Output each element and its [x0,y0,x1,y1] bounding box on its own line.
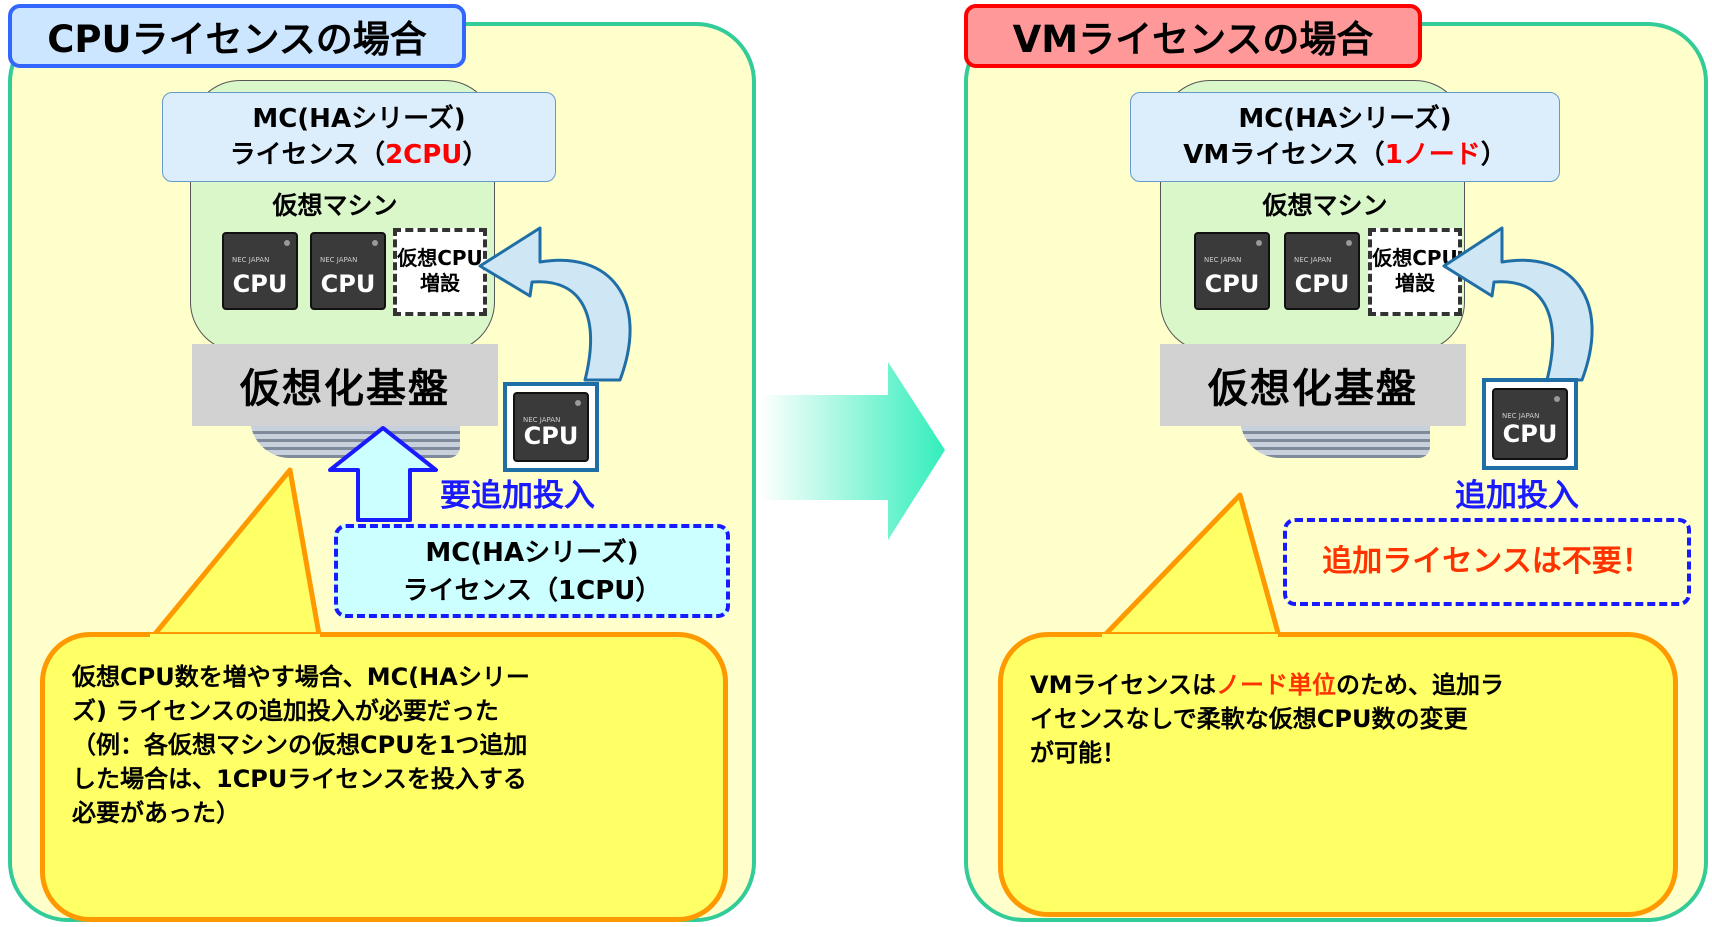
right-panel-title: VMライセンスの場合 [964,4,1422,68]
left-new-cpu-box: 仮想CPU 増設 [393,228,487,316]
chip-dot [575,400,581,406]
left-added-label: 要追加投入 [440,478,595,514]
right-note-line1: VMライセンスはノード単位のため、追加ラ [1030,668,1650,702]
chip-dot [1346,240,1352,246]
left-note-line: ズ) ライセンスの追加投入が必要だった [72,697,499,725]
left-panel-title-text: CPUライセンスの場合 [47,18,427,61]
left-license-box: MC(HAシリーズ) ライセンス（2CPU） [162,92,556,182]
left-note-bubble [40,632,728,922]
right-cpu-chip-2: NEC JAPAN CPU [1284,232,1360,310]
left-license-pre: ライセンス（ [229,140,386,170]
new-cpu-line2: 増設 [420,271,460,295]
chip-dot [284,240,290,246]
right-virtualization-platform: 仮想化基盤 [1160,344,1466,426]
right-note-line2: イセンスなしで柔軟な仮想CPU数の変更 [1030,705,1468,733]
note-pre: VMライセンスは [1030,671,1216,699]
right-vm-label: 仮想マシン [1262,191,1388,220]
left-note-line: 必要があった） [72,799,240,827]
cpu-label: CPU [1502,420,1558,448]
cpu-brand: NEC JAPAN [320,256,358,264]
left-cpu-chip-2: NEC JAPAN CPU [310,232,386,310]
right-platform-label: 仮想化基盤 [1208,366,1418,412]
cpu-brand: NEC JAPAN [232,256,270,264]
right-note-line3: が可能！ [1030,739,1126,767]
right-added-cpu: NEC JAPAN CPU [1482,378,1578,470]
cpu-brand: NEC JAPAN [1502,412,1540,420]
cpu-brand: NEC JAPAN [1294,256,1332,264]
new-cpu-line1: 仮想CPU [397,246,483,270]
left-note-tail-join [150,634,320,644]
right-panel-title-text: VMライセンスの場合 [1012,18,1374,61]
left-extra-license-box: MC(HAシリーズ) ライセンス（1CPU） [334,524,730,618]
right-cpu-chip-1: NEC JAPAN CPU [1194,232,1270,310]
left-note-line: （例：各仮想マシンの仮想CPUを1つ追加 [72,731,528,759]
note-post: のため、追加ラ [1335,671,1504,699]
left-vm-label: 仮想マシン [272,191,398,220]
cpu-brand: NEC JAPAN [1204,256,1242,264]
left-license-line1: MC(HAシリーズ) [252,104,466,134]
left-extra-license-line2: ライセンス（1CPU） [402,576,662,606]
right-note-text: VMライセンスはノード単位のため、追加ラ イセンスなしで柔軟な仮想CPU数の変更… [1030,668,1650,770]
left-extra-license-line1: MC(HAシリーズ) [425,538,639,568]
left-curved-arrow [478,226,632,382]
right-license-pre: VMライセンス（ [1183,140,1385,170]
right-added-label: 追加投入 [1455,478,1579,514]
left-license-post: ） [462,140,489,170]
chip-dot [1256,240,1262,246]
chip-dot [1554,396,1560,402]
cpu-label: CPU [1204,270,1260,298]
cpu-label: CPU [1294,270,1350,298]
cpu-brand: NEC JAPAN [523,416,561,424]
cpu-label: CPU [320,270,376,298]
left-note-line: 仮想CPU数を増やす場合、MC(HAシリー [72,663,530,691]
left-platform-label: 仮想化基盤 [240,366,450,412]
left-up-arrow [328,426,438,522]
cpu-label: CPU [523,422,579,450]
new-cpu-line2: 増設 [1395,271,1435,295]
right-no-license-text: 追加ライセンスは不要！ [1322,544,1652,579]
left-note-line: した場合は、1CPUライセンスを投入する [72,765,527,793]
right-no-license-box: 追加ライセンスは不要！ [1283,518,1691,606]
right-added-cpu-chip: NEC JAPAN CPU [1492,388,1568,460]
note-highlight: ノード単位 [1215,671,1336,699]
left-note-text: 仮想CPU数を増やす場合、MC(HAシリー ズ) ライセンスの追加投入が必要だっ… [72,660,712,830]
left-cpu-chip-1: NEC JAPAN CPU [222,232,298,310]
left-license-highlight: 2CPU [385,140,463,170]
chip-dot [372,240,378,246]
cpu-label: CPU [232,270,288,298]
right-new-cpu-box: 仮想CPU 増設 [1368,228,1462,316]
left-license-line2: ライセンス（2CPU） [163,137,555,173]
right-note-bubble [998,632,1678,917]
left-virtualization-platform: 仮想化基盤 [192,344,498,426]
right-license-box: MC(HAシリーズ) VMライセンス（1ノード） [1130,92,1560,182]
right-note-tail-join [1102,634,1278,644]
right-license-highlight: 1ノード [1384,140,1481,170]
right-license-line1: MC(HAシリーズ) [1238,104,1452,134]
left-added-cpu-chip: NEC JAPAN CPU [513,392,589,462]
right-license-line2: VMライセンス（1ノード） [1131,137,1559,173]
left-panel-title: CPUライセンスの場合 [8,4,466,68]
right-license-post: ） [1480,140,1507,170]
left-added-cpu: NEC JAPAN CPU [503,382,599,472]
